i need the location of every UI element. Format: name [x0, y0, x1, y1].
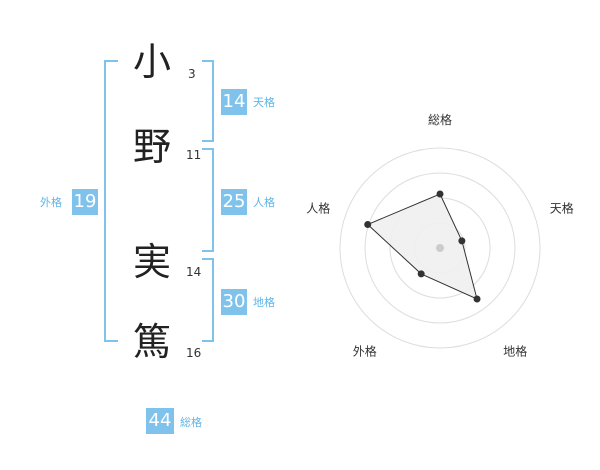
radar-point-3: [473, 295, 481, 303]
radar-shape: [366, 193, 478, 300]
name-char-1: 小: [132, 40, 171, 84]
radar-grid-ring: [339, 147, 541, 349]
jinkaku-bracket: [202, 148, 214, 252]
soukaku-label: 総格: [180, 416, 202, 429]
radar-axis-label-2: 天格: [550, 200, 574, 215]
chikaku-bracket: [202, 258, 214, 342]
chikaku-label: 地格: [253, 296, 275, 309]
stroke-count-3: 14: [186, 265, 202, 279]
radar-axis-label-5: 人格: [306, 200, 330, 215]
gaikaku-badge: 19: [72, 189, 98, 215]
stroke-count-2: 11: [186, 148, 202, 162]
name-char-2: 野: [132, 125, 171, 169]
radar-axis-label-3: 地格: [503, 344, 527, 359]
tenkaku-bracket: [202, 60, 214, 142]
stroke-count-4: 16: [186, 346, 202, 360]
radar-grid-ring: [364, 172, 516, 324]
tenkaku-badge: 14: [221, 89, 247, 115]
radar-point-2: [458, 237, 466, 245]
soukaku-badge: 44: [146, 408, 174, 434]
tenkaku-label: 天格: [253, 96, 275, 109]
jinkaku-badge: 25: [221, 189, 247, 215]
radar-center-dot: [436, 244, 444, 252]
gaikaku-bracket: [104, 60, 118, 342]
radar-axis-label-4: 外格: [353, 344, 377, 359]
radar-point-1: [436, 190, 444, 198]
gaikaku-label: 外格: [40, 196, 62, 209]
name-char-3: 実: [132, 240, 171, 284]
chikaku-badge: 30: [221, 289, 247, 315]
radar-point-4: [417, 270, 425, 278]
jinkaku-label: 人格: [253, 196, 275, 209]
name-char-4: 篤: [132, 320, 171, 364]
stroke-count-1: 3: [188, 67, 196, 81]
radar-point-5: [364, 221, 372, 229]
radar-axis-label-1: 総格: [428, 112, 452, 127]
